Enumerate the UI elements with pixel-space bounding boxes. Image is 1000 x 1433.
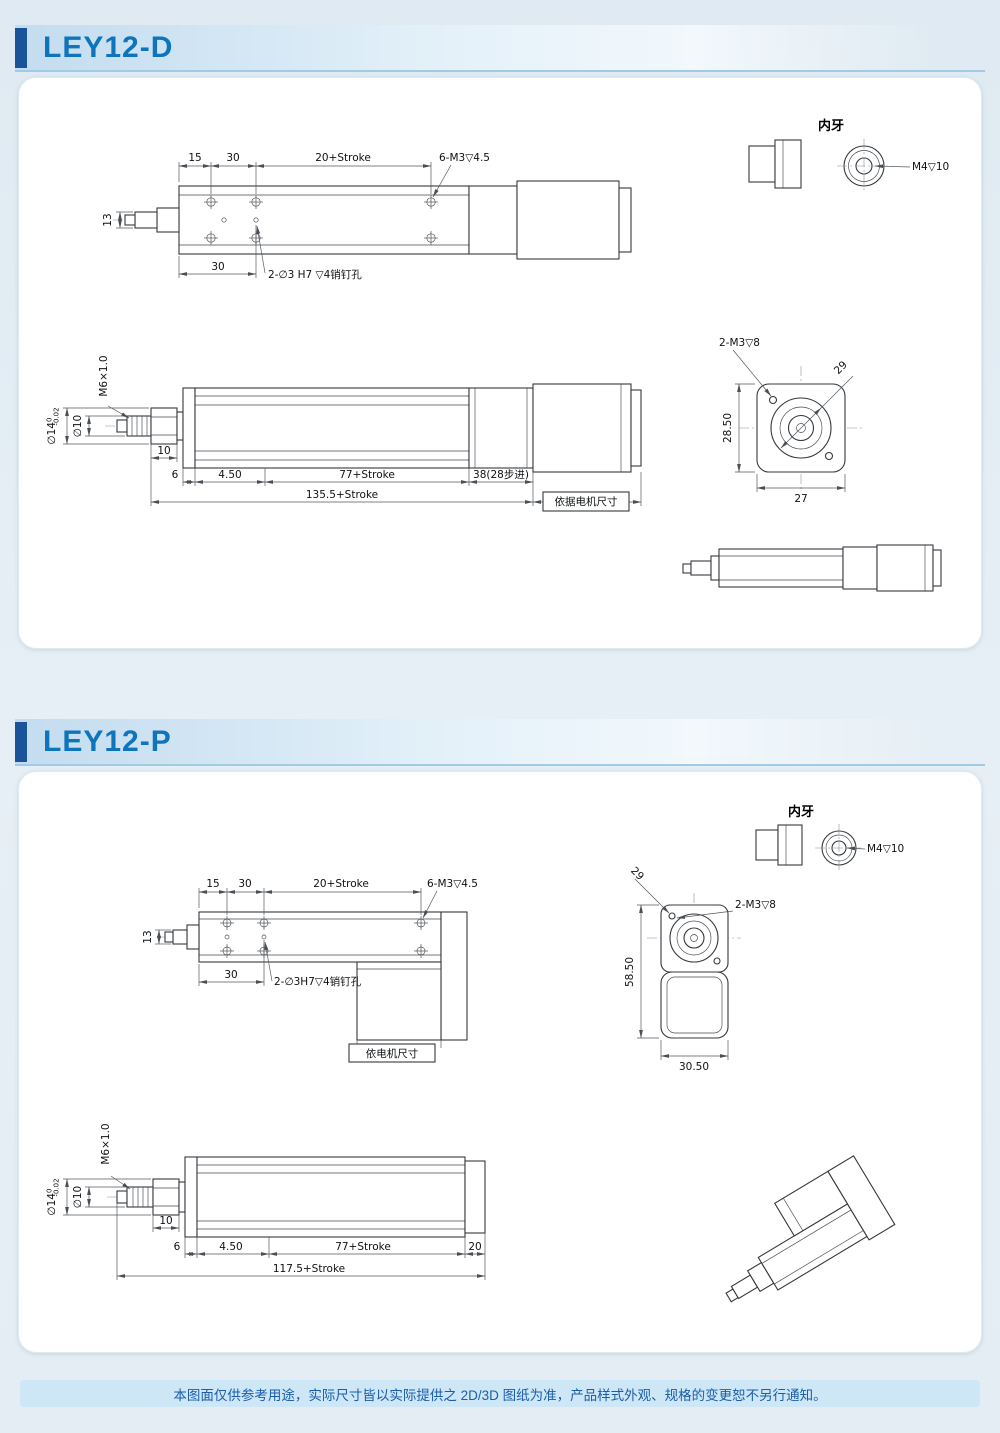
label-m6-thread: M6×1.0 xyxy=(98,355,110,396)
dim-label-10: 10 xyxy=(157,445,170,457)
dim-label-20: 20 xyxy=(468,1241,481,1253)
dim-label-58-50: 58.50 xyxy=(624,957,636,987)
actuator-body-outline xyxy=(113,180,632,260)
dim-label-117stroke: 117.5+Stroke xyxy=(273,1263,345,1275)
actuator-body-outline xyxy=(107,1156,486,1238)
dim-label-15: 15 xyxy=(188,152,201,164)
rod-end-nut-detail: 内牙 M4▽10 xyxy=(755,804,904,872)
dim-label-20stroke: 20+Stroke xyxy=(315,152,371,164)
nut-front-view xyxy=(837,139,891,193)
label-motor-size-note: 依据电机尺寸 xyxy=(555,495,618,508)
dim-label-30-bottom: 30 xyxy=(224,969,237,981)
dim-label-27: 27 xyxy=(794,493,807,505)
section-header-ley12p: LEY12-P xyxy=(15,719,985,766)
rod-end-nut-detail: 内牙 M4▽10 xyxy=(748,118,949,193)
label-internal-thread: 内牙 xyxy=(818,118,844,134)
dim-label-20stroke: 20+Stroke xyxy=(313,878,369,890)
nut-front-view xyxy=(815,824,863,872)
dim-label-29: 29 xyxy=(832,359,850,377)
top-side-view: 15 30 20+Stroke 6-M3▽4.5 13 30 2-∅3H7▽4销… xyxy=(142,878,478,1063)
motor-size-note-box xyxy=(348,1043,436,1063)
label-m6-thread: M6×1.0 xyxy=(100,1123,112,1164)
nut-flange xyxy=(777,824,803,866)
nut-section-hatched xyxy=(755,829,779,861)
dim-label-6: 6 xyxy=(174,1241,181,1253)
m3-hole xyxy=(668,912,676,920)
dim-label-30-bottom: 30 xyxy=(211,261,224,273)
flange-front-view: 2-M3▽8 29 58.50 30.50 xyxy=(624,865,776,1073)
footer-disclaimer: 本图面仅供参考用途，实际尺寸皆以实际提供之 2D/3D 图纸为准，产品样式外观、… xyxy=(20,1380,980,1407)
actuator-body-outline xyxy=(157,911,468,1041)
label-pin-holes: 2-∅3H7▽4销钉孔 xyxy=(274,975,362,988)
disclaimer-text: 本图面仅供参考用途，实际尺寸皆以实际提供之 2D/3D 图纸为准，产品样式外观、… xyxy=(173,1387,827,1403)
dim-label-6: 6 xyxy=(172,469,179,481)
nut-flange xyxy=(774,139,802,189)
long-side-view: ∅10 ∅140-0.02 M6×1.0 10 6 4.50 77+Stroke… xyxy=(46,355,642,512)
dimension-lines xyxy=(116,162,452,278)
dim-label-29: 29 xyxy=(628,865,646,883)
m3-hole xyxy=(824,451,834,461)
label-m4-tap: M4▽10 xyxy=(912,161,949,173)
dim-label-13: 13 xyxy=(142,930,154,943)
section-title-ley12d: LEY12-D xyxy=(43,30,174,64)
label-m3-flange-tap: 2-M3▽8 xyxy=(719,337,760,349)
datasheet-page: LEY12-D xyxy=(0,25,1000,1407)
actuator-body-section xyxy=(660,971,729,1039)
dimension-lines xyxy=(63,1175,486,1280)
dim-label-13: 13 xyxy=(102,213,114,226)
dim-label-14-tolerance: ∅140-0.02 xyxy=(46,407,61,444)
dim-label-30-50: 30.50 xyxy=(679,1061,709,1073)
dim-label-38-step: 38(28步进) xyxy=(473,469,529,481)
top-side-view: 15 30 20+Stroke 6-M3▽4.5 13 30 2-∅3 H7 ▽… xyxy=(102,152,632,281)
dim-label-77stroke: 77+Stroke xyxy=(335,1241,391,1253)
dimension-lines xyxy=(732,349,854,492)
label-m3-flange-tap: 2-M3▽8 xyxy=(735,899,776,911)
dim-label-30: 30 xyxy=(238,878,251,890)
label-pin-holes: 2-∅3 H7 ▽4销钉孔 xyxy=(268,268,362,281)
m3-hole xyxy=(713,957,721,965)
dim-label-4-50: 4.50 xyxy=(218,469,241,481)
ley12d-technical-drawing: 15 30 20+Stroke 6-M3▽4.5 13 30 2-∅3 H7 ▽… xyxy=(46,118,949,592)
small-profile-view xyxy=(682,544,942,592)
label-m3-tap: 6-M3▽4.5 xyxy=(427,878,478,890)
label-m4-tap: M4▽10 xyxy=(867,843,904,855)
long-side-view: ∅10 ∅140-0.02 M6×1.0 10 6 4.50 77+Stroke… xyxy=(46,1123,486,1280)
dimension-lines xyxy=(155,888,442,1048)
dim-label-14-tolerance: ∅140-0.02 xyxy=(46,1178,61,1215)
dim-label-rod-dia: ∅10 xyxy=(72,1186,84,1209)
flange-front-view: 2-M3▽8 29 28.50 27 xyxy=(719,337,863,505)
isometric-view xyxy=(725,1155,896,1303)
section-title-ley12p: LEY12-P xyxy=(43,724,172,758)
dim-label-4-50: 4.50 xyxy=(219,1241,242,1253)
accent-bar xyxy=(15,27,27,68)
dimension-lines xyxy=(634,878,734,1060)
accent-bar xyxy=(15,721,27,762)
dim-label-77stroke: 77+Stroke xyxy=(339,469,395,481)
motor-size-note-box xyxy=(542,491,630,512)
actuator-body-outline xyxy=(105,383,642,473)
nut-section-hatched xyxy=(748,145,776,183)
label-internal-thread: 内牙 xyxy=(788,804,814,820)
ley12p-drawing-card: 内牙 M4▽10 xyxy=(18,771,982,1353)
dim-label-10: 10 xyxy=(159,1215,172,1227)
ley12p-technical-drawing: 内牙 M4▽10 xyxy=(46,804,904,1303)
label-m3-tap: 6-M3▽4.5 xyxy=(439,152,490,164)
label-motor-size-note: 依电机尺寸 xyxy=(366,1047,419,1060)
dim-label-28-50: 28.50 xyxy=(722,413,734,443)
dim-label-rod-dia: ∅10 xyxy=(72,415,84,438)
section-header-ley12d: LEY12-D xyxy=(15,25,985,72)
m3-hole xyxy=(768,395,778,405)
dim-label-30: 30 xyxy=(226,152,239,164)
dim-label-15: 15 xyxy=(206,878,219,890)
dim-label-135stroke: 135.5+Stroke xyxy=(306,489,378,501)
ley12d-drawing-card: 15 30 20+Stroke 6-M3▽4.5 13 30 2-∅3 H7 ▽… xyxy=(18,77,982,649)
